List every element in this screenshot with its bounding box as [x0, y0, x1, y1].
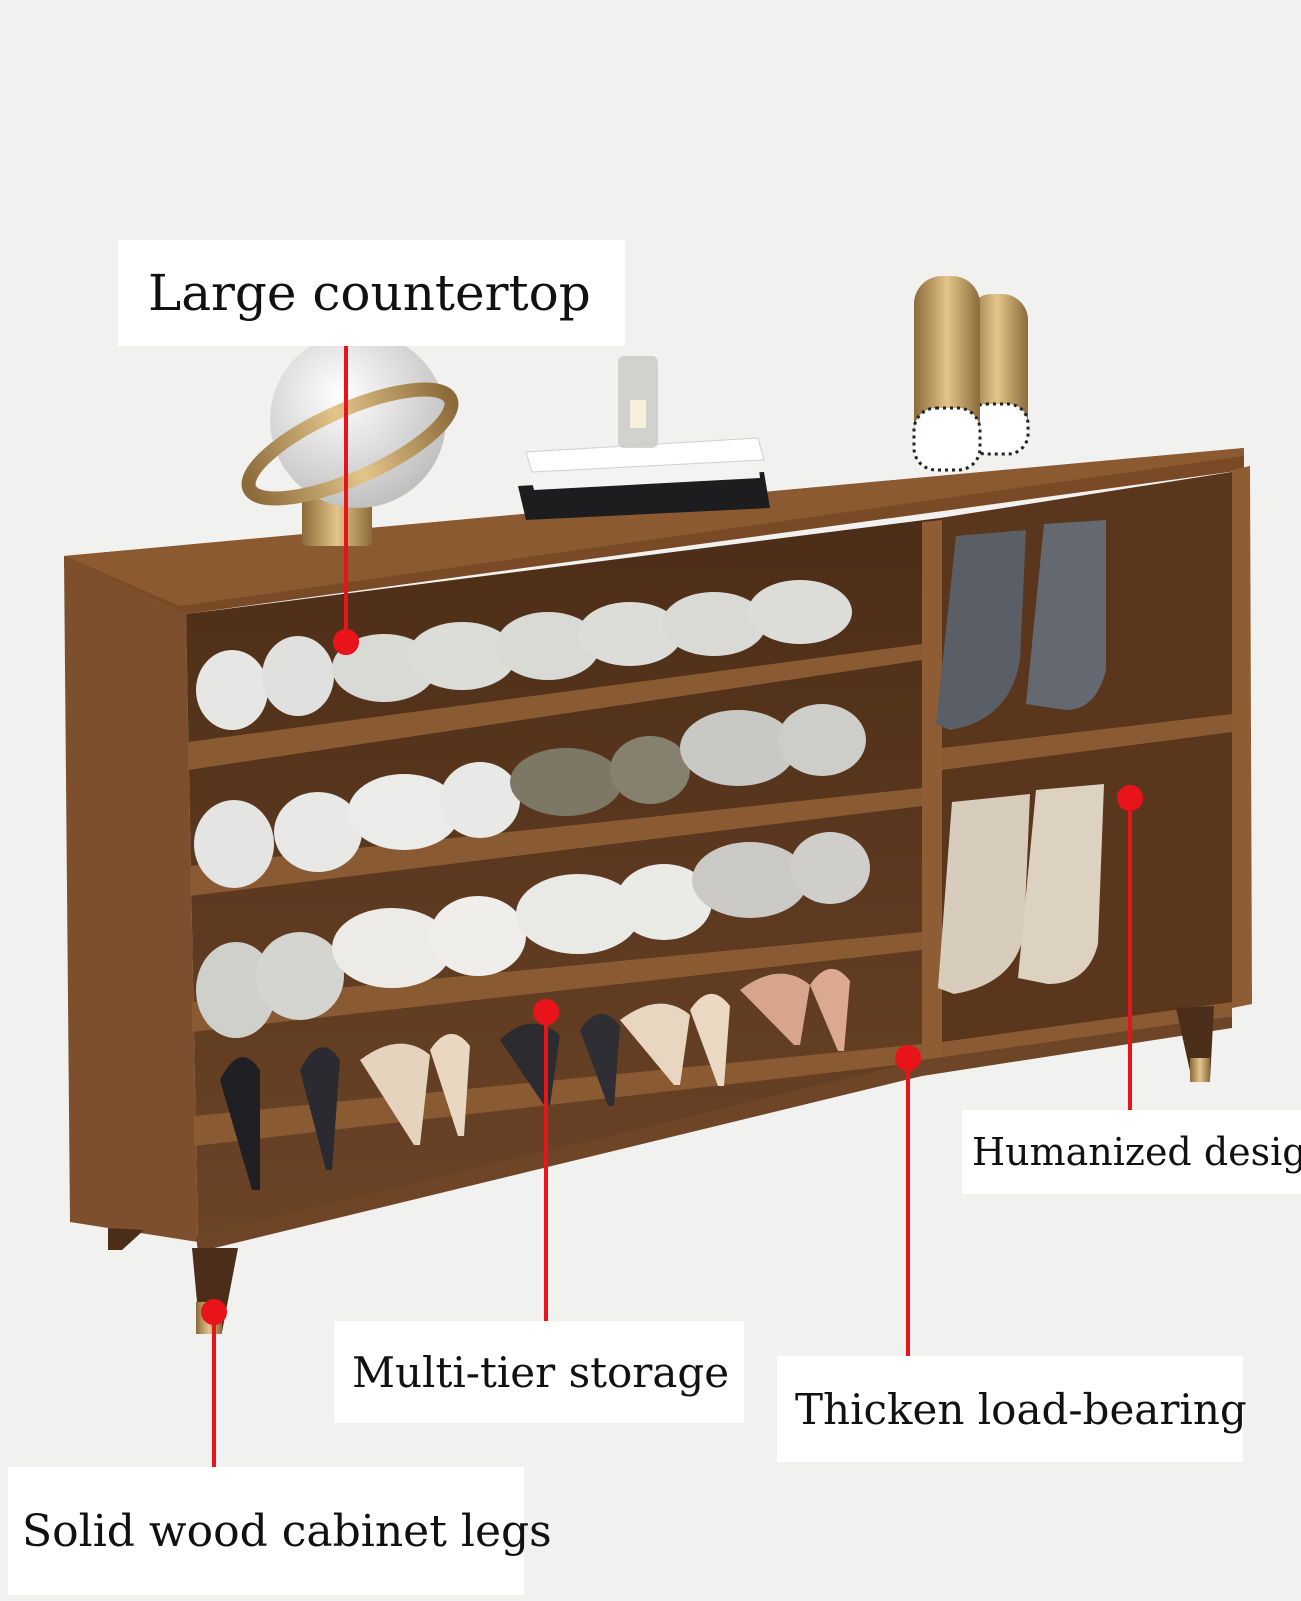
callout-large-countertop: Large countertop	[118, 240, 625, 346]
books-and-candle	[518, 356, 770, 520]
callout-lines	[201, 346, 1143, 1467]
shoes-row-1	[196, 580, 852, 730]
callout-dot-countertop	[333, 629, 359, 655]
cabinet-left-side	[64, 556, 198, 1242]
leg-cap-right	[1190, 1058, 1210, 1082]
shoes-row-4	[220, 968, 850, 1190]
cabinet-divider	[922, 520, 942, 1064]
callout-dot-legs	[201, 1299, 227, 1325]
boots-bottom	[938, 784, 1104, 994]
callout-humanized-design: Humanized design	[962, 1110, 1301, 1194]
cabinet-right-side	[1232, 466, 1252, 1008]
shoes-row-3	[196, 832, 870, 1038]
callout-solid-wood-legs: Solid wood cabinet legs	[8, 1467, 552, 1595]
callout-dot-thicken	[895, 1045, 921, 1071]
callout-thicken-load-bearing: Thicken load-bearing	[777, 1356, 1247, 1462]
shoes-row-2	[194, 704, 866, 888]
shelf-2	[190, 788, 922, 896]
boots-top	[936, 520, 1106, 730]
leg-back-left	[108, 1228, 144, 1250]
shelf-3	[192, 932, 922, 1032]
callout-multi-tier-storage: Multi-tier storage	[334, 1321, 744, 1423]
callout-dot-multitier	[533, 999, 559, 1025]
callout-dot-humanized	[1117, 785, 1143, 811]
shelf-right	[942, 714, 1232, 770]
sphere-lamp	[241, 332, 459, 546]
cabinet-top-surface	[64, 448, 1244, 606]
shelf-4	[194, 1044, 922, 1146]
shelf-1	[188, 644, 922, 770]
shelf-right-bottom	[942, 1002, 1232, 1060]
vases	[912, 276, 1030, 472]
